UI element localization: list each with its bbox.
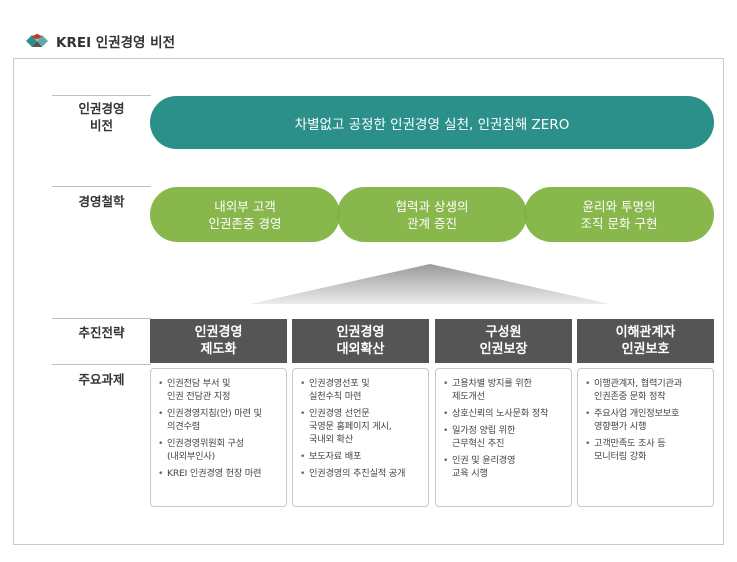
- label-strategy: 추진전략: [78, 325, 125, 340]
- diagram-frame: [13, 58, 724, 545]
- label-divider: [52, 95, 151, 96]
- task-item: 인권경영의 추진실적 공개: [300, 467, 424, 480]
- task-item: 고용차별 방지를 위한 제도개선: [443, 377, 567, 403]
- label-divider: [52, 186, 151, 187]
- philosophy-line: 조직 문화 구현: [580, 215, 658, 231]
- strategy-line: 구성원: [485, 325, 522, 340]
- philosophy-line: 윤리와 투명의: [582, 198, 656, 214]
- task-item: 인권경영선포 및 실천수칙 마련: [300, 377, 424, 403]
- task-box: 고용차별 방지를 위한 제도개선 상호신뢰의 노사문화 정착 일가정 양립 위한…: [435, 368, 572, 507]
- task-item: 인권경영지침(안) 마련 및 의견수렴: [158, 407, 282, 433]
- task-item: 일가정 양립 위한 근무혁신 추진: [443, 424, 567, 450]
- task-item: KREI 인권경영 헌장 마련: [158, 467, 282, 480]
- task-item: 주요사업 개인정보보호 영향평가 시행: [585, 407, 709, 433]
- task-box: 인권전담 부서 및 인권 전담관 지정 인권경영지침(안) 마련 및 의견수렴 …: [150, 368, 287, 507]
- strategy-line: 인권경영: [336, 325, 385, 340]
- task-item: 이행관계자, 협력기관과 인권존중 문화 정착: [585, 377, 709, 403]
- label-tasks: 주요과제: [78, 372, 125, 387]
- task-item: 보도자료 배포: [300, 450, 424, 463]
- label-divider: [52, 364, 151, 365]
- label-vision: 인권경영 비전: [78, 101, 125, 133]
- task-box: 이행관계자, 협력기관과 인권존중 문화 정착 주요사업 개인정보보호 영향평가…: [577, 368, 714, 507]
- strategy-box: 이해관계자 인권보호: [577, 319, 714, 363]
- task-item: 고객만족도 조사 등 모니터링 강화: [585, 437, 709, 463]
- philosophy-line: 협력과 상생의: [395, 198, 469, 214]
- krei-diamond-logo-icon: [26, 33, 48, 47]
- philosophy-line: 인권존중 경영: [208, 215, 282, 231]
- strategy-line: 인권경영: [194, 325, 243, 340]
- strategy-box: 인권경영 대외확산: [292, 319, 429, 363]
- strategy-line: 대외확산: [336, 342, 385, 357]
- task-item: 인권경영 선언문 국영문 홈페이지 게시, 국내외 확산: [300, 407, 424, 446]
- task-item: 인권 및 윤리경영 교육 시행: [443, 454, 567, 480]
- expansion-triangle: [250, 264, 610, 304]
- philosophy-line: 내외부 고객: [214, 198, 276, 214]
- task-item: 인권경영위원회 구성 (내외부인사): [158, 437, 282, 463]
- page-title: KREI 인권경영 비전: [56, 35, 176, 51]
- strategy-line: 제도화: [200, 342, 237, 357]
- strategy-line: 인권보호: [621, 342, 670, 357]
- label-divider: [52, 318, 151, 319]
- header: KREI 인권경영 비전: [26, 30, 175, 52]
- task-box: 인권경영선포 및 실천수칙 마련 인권경영 선언문 국영문 홈페이지 게시, 국…: [292, 368, 429, 507]
- strategy-line: 이해관계자: [615, 325, 676, 340]
- label-philosophy: 경영철학: [78, 194, 125, 209]
- strategy-box: 구성원 인권보장: [435, 319, 572, 363]
- task-item: 인권전담 부서 및 인권 전담관 지정: [158, 377, 282, 403]
- vision-pill: 차별없고 공정한 인권경영 실천, 인권침해 ZERO: [150, 96, 714, 149]
- strategy-line: 인권보장: [479, 342, 528, 357]
- philosophy-line: 관계 증진: [407, 215, 457, 231]
- vision-text: 차별없고 공정한 인권경영 실천, 인권침해 ZERO: [294, 116, 570, 133]
- task-item: 상호신뢰의 노사문화 정착: [443, 407, 567, 420]
- strategy-box: 인권경영 제도화: [150, 319, 287, 363]
